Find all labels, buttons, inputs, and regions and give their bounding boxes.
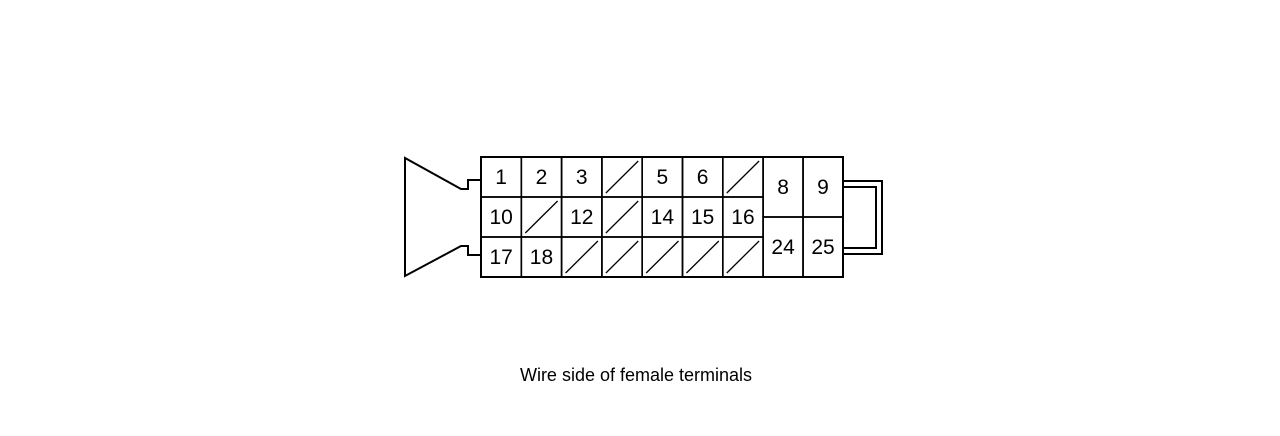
terminal-18: 18: [520, 236, 563, 278]
terminal-17: 17: [480, 236, 523, 278]
terminal-5: 5: [641, 156, 684, 198]
empty-cavity-slash: [726, 160, 760, 194]
empty-cavity-slash: [565, 240, 599, 274]
terminal-2: 2: [520, 156, 563, 198]
terminal-number: 18: [530, 246, 553, 269]
terminal-number: 10: [489, 206, 512, 229]
empty-cavity-slash: [726, 240, 760, 274]
terminal-14: 14: [641, 196, 684, 238]
empty-cavity-slash: [686, 240, 720, 274]
terminal-number: 12: [570, 206, 593, 229]
empty-cavity-slash: [524, 200, 559, 234]
terminal-24: 24: [762, 216, 804, 278]
terminal-9: 9: [802, 156, 844, 218]
terminal-empty: [721, 156, 764, 198]
terminal-number: 1: [495, 166, 507, 189]
terminal-number: 17: [489, 246, 512, 269]
terminal-empty: [601, 196, 644, 238]
terminal-empty: [681, 236, 724, 278]
terminal-number: 24: [771, 236, 795, 259]
connector-latch: [404, 156, 481, 278]
terminal-empty: [601, 236, 644, 278]
terminal-empty: [641, 236, 684, 278]
terminal-15: 15: [681, 196, 724, 238]
empty-cavity-slash: [605, 240, 639, 274]
terminal-number: 6: [697, 166, 709, 189]
terminal-empty: [601, 156, 644, 198]
terminal-3: 3: [560, 156, 603, 198]
diagram-caption: Wire side of female terminals: [519, 365, 753, 385]
terminal-10: 10: [480, 196, 523, 238]
terminal-8: 8: [762, 156, 804, 218]
terminal-number: 9: [817, 176, 829, 199]
terminal-number: 16: [731, 206, 754, 229]
connector-lock-clip: [843, 180, 883, 255]
empty-cavity-slash: [605, 200, 639, 234]
terminal-empty: [560, 236, 603, 278]
terminal-number: 14: [651, 206, 675, 229]
terminal-25: 25: [802, 216, 844, 278]
terminal-number: 2: [536, 166, 548, 189]
empty-cavity-slash: [605, 160, 639, 194]
terminal-number: 5: [657, 166, 669, 189]
terminal-number: 8: [777, 176, 789, 199]
terminal-1: 1: [480, 156, 523, 198]
terminal-number: 25: [811, 236, 834, 259]
terminal-number: 15: [691, 206, 714, 229]
terminal-number: 3: [576, 166, 588, 189]
terminal-16: 16: [721, 196, 764, 238]
empty-cavity-slash: [645, 240, 679, 274]
terminal-6: 6: [681, 156, 724, 198]
terminal-empty: [520, 196, 563, 238]
terminal-12: 12: [560, 196, 603, 238]
terminal-empty: [721, 236, 764, 278]
